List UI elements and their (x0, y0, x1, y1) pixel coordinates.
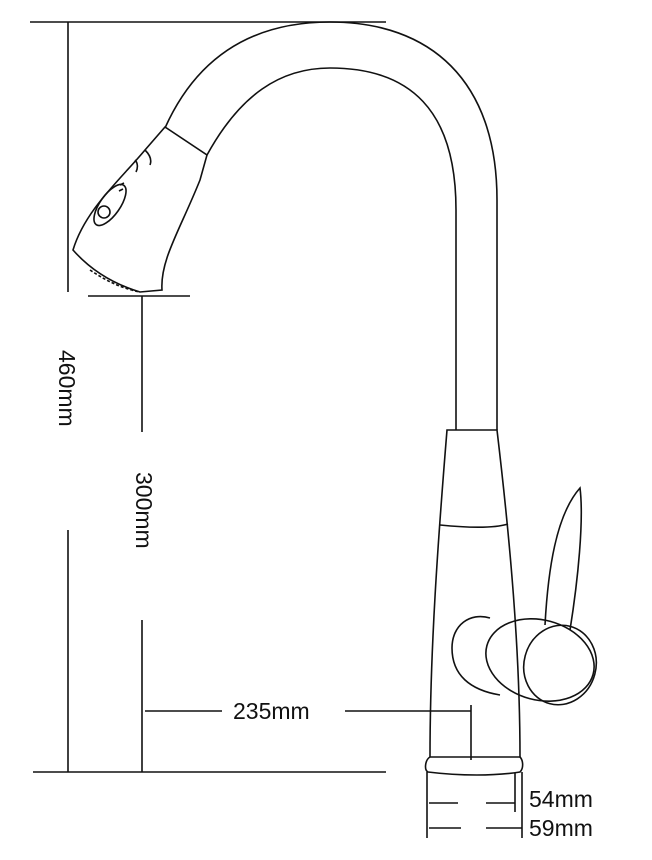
spout (164, 21, 498, 430)
spray-head (72, 125, 208, 293)
handle (451, 486, 598, 706)
faucet-body (424, 429, 524, 776)
reach-label: 235mm (233, 698, 310, 724)
base-outer-diameter-label: 59mm (529, 815, 593, 841)
base-inner-diameter-label: 54mm (529, 786, 593, 812)
clearance-height-label: 300mm (131, 472, 157, 549)
dimension-lines (30, 21, 523, 838)
total-height-label: 460mm (54, 350, 80, 427)
